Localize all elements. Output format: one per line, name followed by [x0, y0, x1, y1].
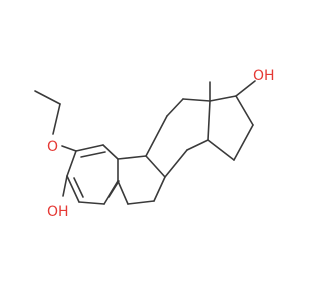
- bond: [66, 175, 80, 203]
- bond: [166, 98, 184, 117]
- substituent-bonds: [34, 80, 256, 197]
- bond: [108, 180, 120, 198]
- atom-labels: O OH OH: [47, 68, 275, 220]
- bond: [127, 200, 155, 205]
- hydroxyl-bond: [235, 80, 256, 97]
- ethoxy-o-bond: [61, 145, 77, 152]
- bond: [66, 150, 77, 177]
- bond: [207, 139, 235, 161]
- steroid-hydroxyl-label: OH: [253, 68, 275, 84]
- molecule-structure-diagram: O OH OH: [34, 68, 275, 220]
- ring-c: [145, 98, 211, 178]
- bond: [209, 95, 237, 102]
- bond: [164, 149, 188, 178]
- bond: [186, 139, 209, 151]
- ethoxy-oxygen-label: O: [47, 139, 58, 155]
- bond: [145, 115, 168, 157]
- bond: [117, 155, 147, 160]
- bond: [182, 98, 211, 102]
- bond: [78, 201, 105, 205]
- bond: [80, 151, 106, 158]
- bond: [102, 144, 119, 160]
- ring-d: [207, 95, 254, 161]
- phenol-hydroxyl-label: OH: [47, 204, 69, 220]
- ring-b: [117, 155, 166, 205]
- ethoxy-chain-bond: [34, 90, 61, 105]
- ethoxy-chain-bond: [52, 103, 61, 135]
- bond: [75, 144, 104, 152]
- bond: [235, 95, 254, 126]
- bond: [153, 176, 166, 202]
- bond: [207, 100, 211, 141]
- phenol-bond: [62, 175, 68, 197]
- ring-a-aromatic: [66, 144, 120, 205]
- bond: [233, 124, 254, 161]
- bond: [145, 155, 166, 178]
- bond: [73, 177, 84, 198]
- bond: [117, 180, 129, 205]
